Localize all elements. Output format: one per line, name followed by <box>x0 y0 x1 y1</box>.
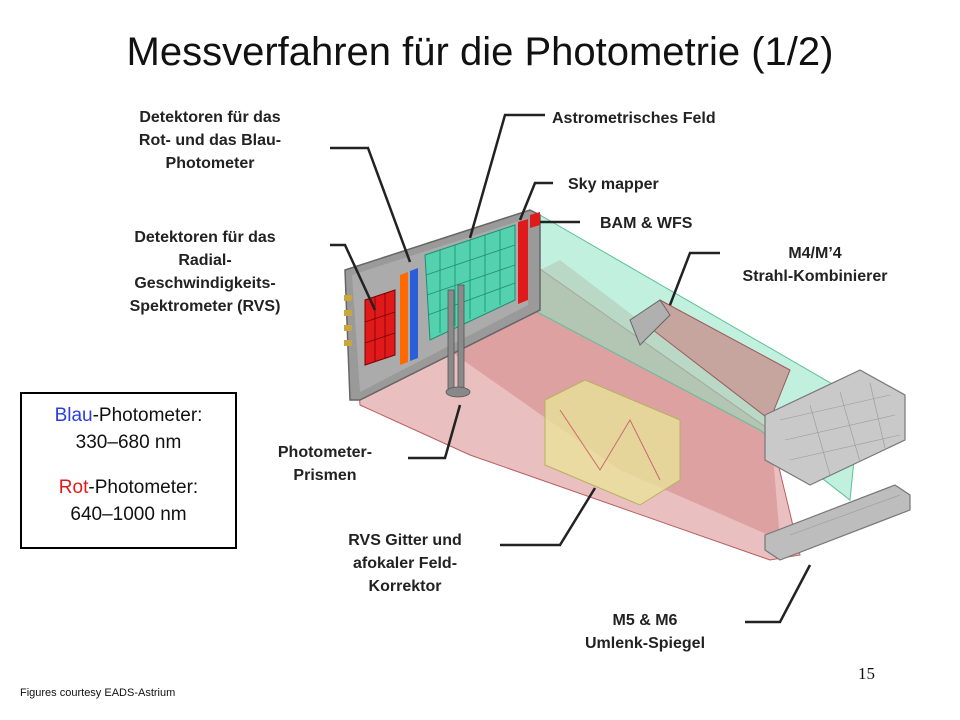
label-photometer-detectors: Detektoren für das Rot- und das Blau- Ph… <box>138 109 282 172</box>
leader-m5-m6 <box>745 564 812 624</box>
leader-m4-combiner <box>668 251 720 306</box>
sky-mapper-strip <box>518 219 528 304</box>
leader-astrometric-field <box>468 113 545 239</box>
leader-sky-mapper <box>518 181 553 221</box>
page-number: 15 <box>858 664 875 683</box>
label-m5-m6: M5 & M6 Umlenk-Spiegel <box>584 612 706 652</box>
red-photometer-range: 640–1000 nm <box>70 504 187 525</box>
rvs-grating-box <box>544 379 681 506</box>
blue-photometer-range: 330–680 nm <box>75 432 182 453</box>
astrometric-field-grid <box>424 224 516 341</box>
label-bam-wfs: BAM & WFS <box>600 215 693 232</box>
primary-mirror <box>764 369 906 486</box>
photometer-range-box: Blau-Photometer: 330–680 nm Rot-Photomet… <box>20 392 237 549</box>
red-photometer-label: Rot-Photometer: <box>58 477 199 498</box>
leader-photometer-prisms <box>408 404 462 460</box>
bam-wfs-unit <box>530 212 540 228</box>
photometer-detectors <box>400 268 418 365</box>
figure-credit: Figures courtesy EADS-Astrium <box>20 687 176 699</box>
leader-photometer-detectors <box>330 146 412 263</box>
blue-photometer-label: Blau-Photometer: <box>54 405 203 426</box>
m5-m6-mirror <box>764 484 911 561</box>
label-rvs-grating: RVS Gitter und afokaler Feld- Korrektor <box>348 532 462 595</box>
label-astrometric-field: Astrometrisches Feld <box>552 110 716 127</box>
leader-lines <box>330 113 812 624</box>
page-title: Messverfahren für die Photometrie (1/2) <box>126 30 834 74</box>
panel-connectors <box>344 295 352 346</box>
label-sky-mapper: Sky mapper <box>568 176 659 193</box>
label-rvs-detectors: Detektoren für das Radial- Geschwindigke… <box>129 229 281 315</box>
m4-beam-combiner <box>629 299 671 346</box>
label-m4-combiner: M4/M’4 Strahl-Kombinierer <box>742 245 888 285</box>
leader-rvs-grating <box>500 487 597 547</box>
rvs-detectors <box>364 289 396 366</box>
leader-rvs-detectors <box>330 243 377 311</box>
photometer-prisms <box>445 284 471 398</box>
label-photometer-prisms: Photometer- Prismen <box>277 444 373 484</box>
